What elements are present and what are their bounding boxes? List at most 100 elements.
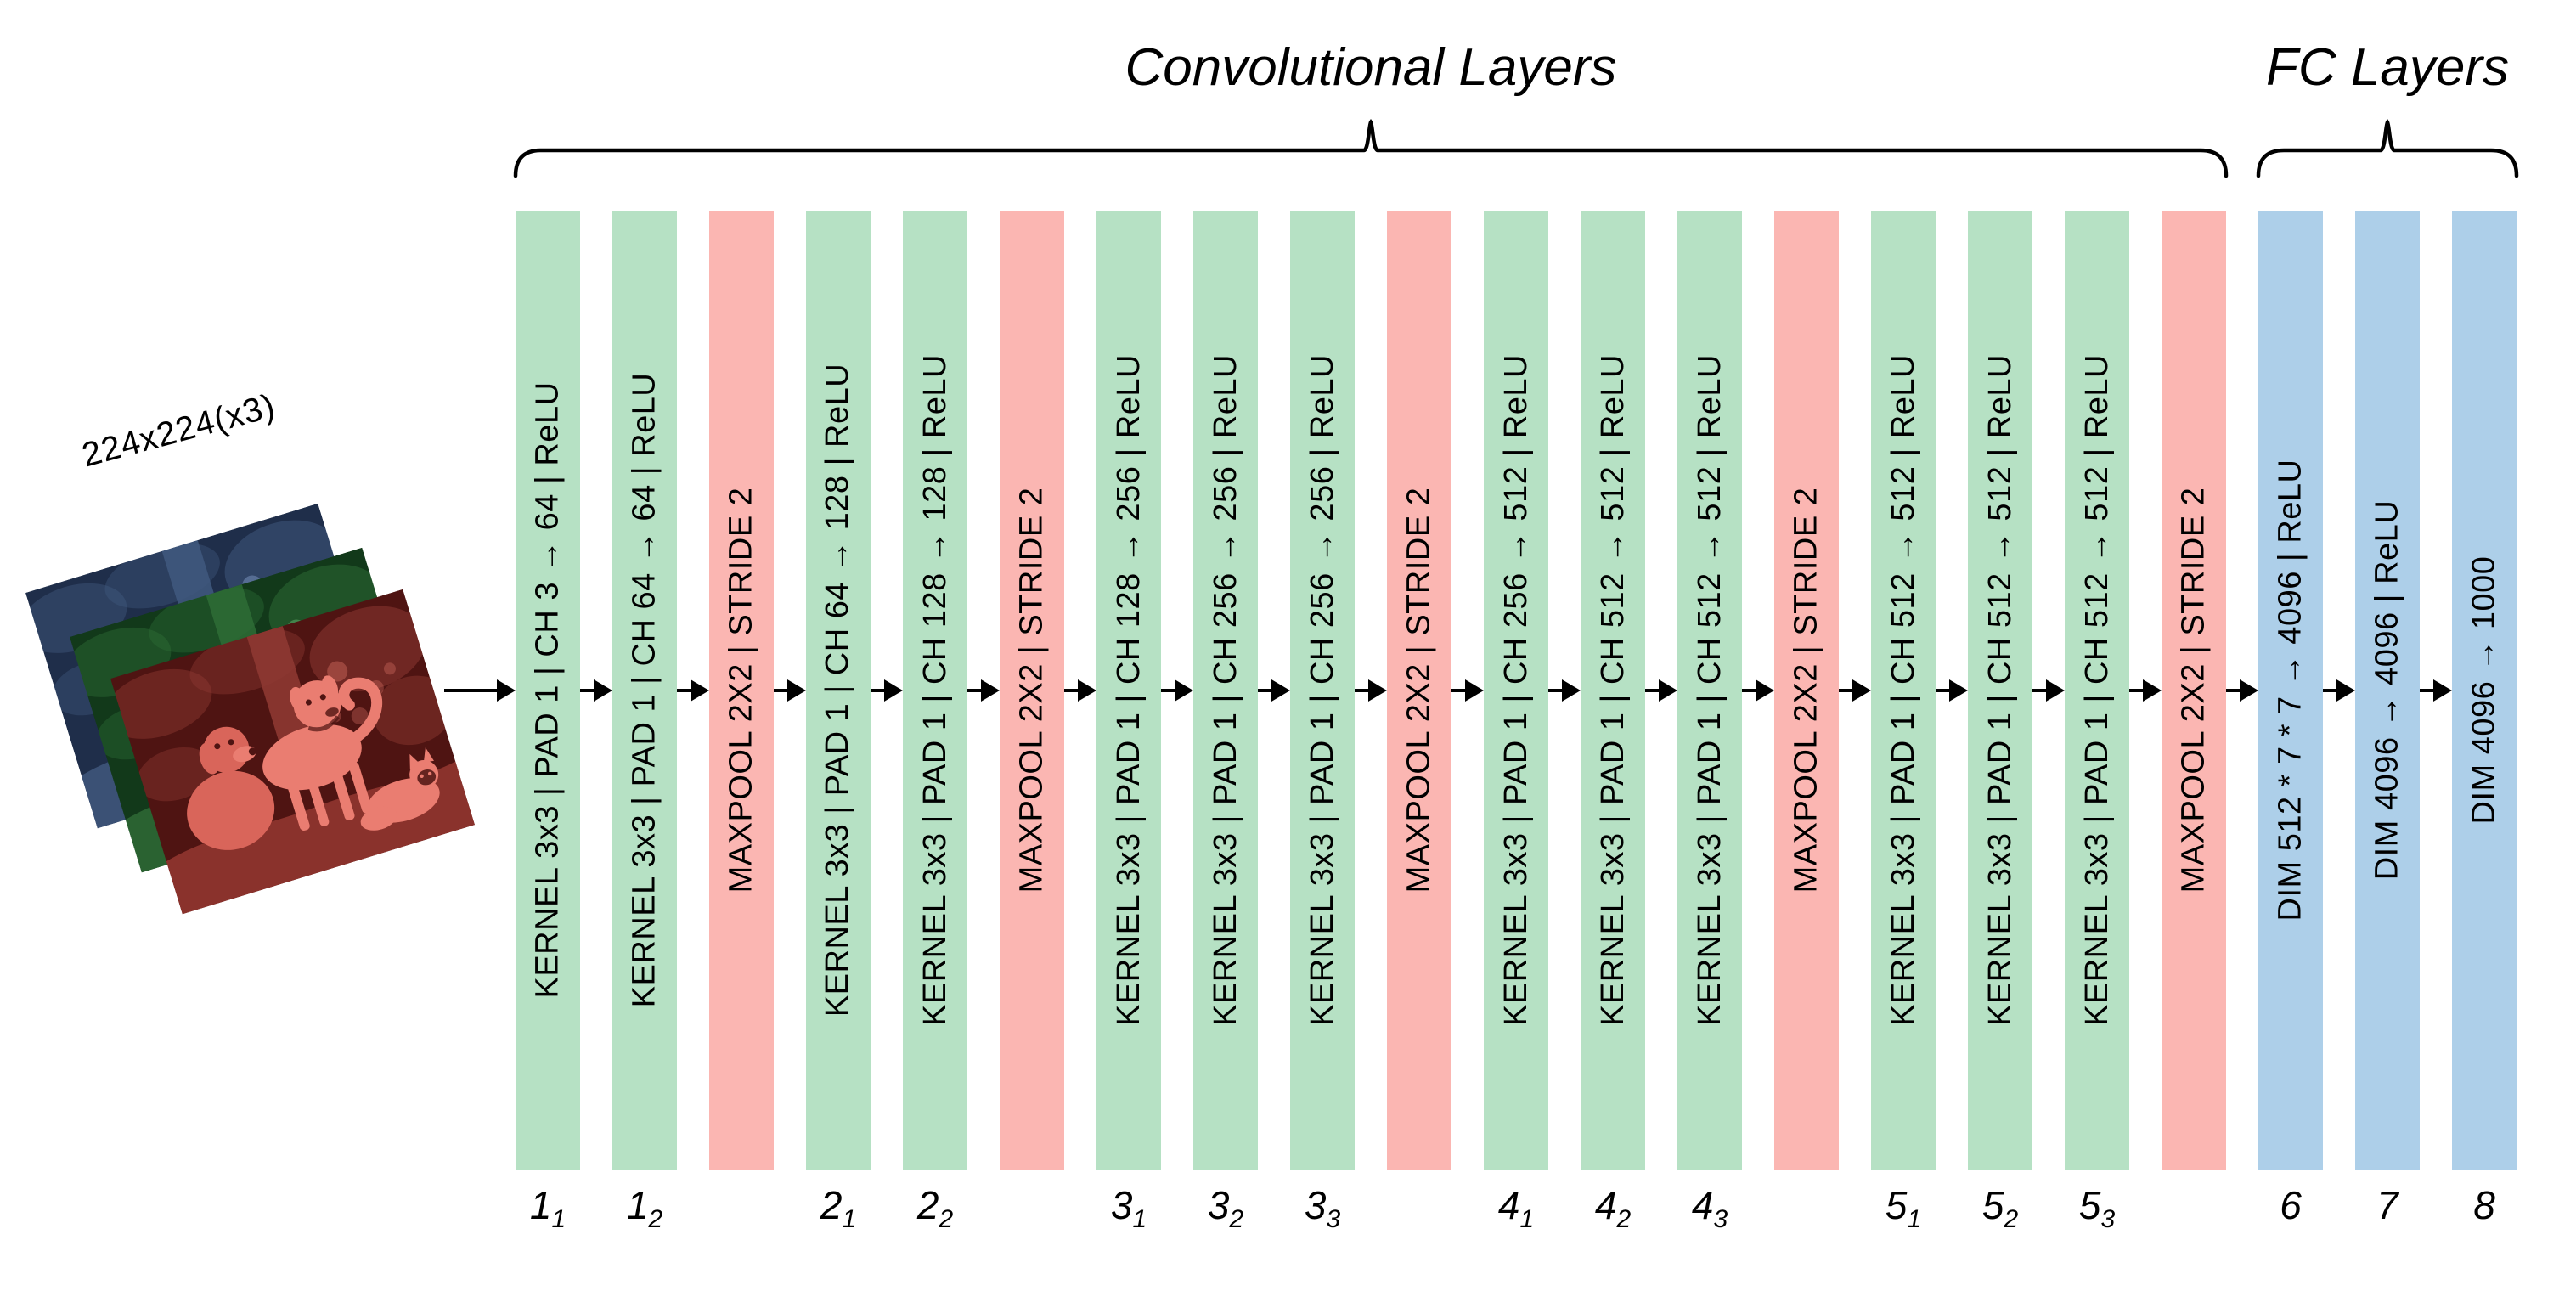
layer-index-label: 51 bbox=[1885, 1182, 1921, 1232]
arrow-shaft bbox=[1742, 689, 1757, 692]
layer-bar-label: KERNEL 3x3 | PAD 1 | CH 256 → 256 | ReLU bbox=[1304, 354, 1340, 1026]
layer-index-main: 3 bbox=[1207, 1183, 1230, 1227]
layer-index-main: 2 bbox=[916, 1183, 939, 1227]
layer-bar-conv-13: KERNEL 3x3 | PAD 1 | CH 512 → 512 | ReLU bbox=[1677, 211, 1742, 1170]
layer-index-label: 21 bbox=[820, 1182, 856, 1232]
layer-bar-pool-18: MAXPOOL 2X2 | STRIDE 2 bbox=[2162, 211, 2226, 1170]
arrow-shaft bbox=[580, 689, 595, 692]
layer-bar-conv-12: KERNEL 3x3 | PAD 1 | CH 512 → 512 | ReLU bbox=[1581, 211, 1645, 1170]
arrow-shaft bbox=[677, 689, 692, 692]
layer-index-label: 31 bbox=[1110, 1182, 1147, 1232]
layer-index-subscript: 2 bbox=[1616, 1205, 1632, 1233]
layer-index-main: 3 bbox=[1110, 1183, 1133, 1227]
arrow-head-icon bbox=[1078, 679, 1096, 702]
arrow-shaft bbox=[2032, 689, 2048, 692]
layer-bar-conv-8: KERNEL 3x3 | PAD 1 | CH 256 → 256 | ReLU bbox=[1193, 211, 1258, 1170]
arrow-shaft bbox=[967, 689, 983, 692]
layer-index-main: 5 bbox=[2078, 1183, 2101, 1227]
arrow-shaft bbox=[2420, 689, 2435, 692]
arrow-head-icon bbox=[2336, 679, 2355, 702]
arrow-head-icon bbox=[1949, 679, 1968, 702]
arrow-head-icon bbox=[1756, 679, 1774, 702]
layer-bar-conv-1: KERNEL 3x3 | PAD 1 | CH 3 → 64 | ReLU bbox=[516, 211, 580, 1170]
fc-layers-brace bbox=[2256, 118, 2519, 178]
arrow-shaft bbox=[1161, 689, 1176, 692]
layer-bar-label: DIM 512 * 7 * 7 → 4096 | ReLU bbox=[2272, 459, 2308, 922]
layer-index-subscript: 3 bbox=[2100, 1205, 2116, 1233]
layer-bar-label: MAXPOOL 2X2 | STRIDE 2 bbox=[1013, 487, 1050, 893]
arrow-head-icon bbox=[1271, 679, 1290, 702]
layer-bar-pool-6: MAXPOOL 2X2 | STRIDE 2 bbox=[1000, 211, 1064, 1170]
layer-bar-label: KERNEL 3x3 | PAD 1 | CH 256 → 256 | ReLU bbox=[1207, 354, 1243, 1026]
layer-bar-conv-15: KERNEL 3x3 | PAD 1 | CH 512 → 512 | ReLU bbox=[1871, 211, 1936, 1170]
layer-index-main: 5 bbox=[1981, 1183, 2004, 1227]
layer-bar-label: KERNEL 3x3 | PAD 1 | CH 512 → 512 | ReLU bbox=[1885, 354, 1921, 1026]
layer-bar-label: MAXPOOL 2X2 | STRIDE 2 bbox=[1788, 487, 1824, 893]
section-braces bbox=[513, 118, 2519, 178]
layer-bar-conv-7: KERNEL 3x3 | PAD 1 | CH 128 → 256 | ReLU bbox=[1096, 211, 1161, 1170]
layer-index-main: 3 bbox=[1304, 1183, 1327, 1227]
layer-index-label: 41 bbox=[1497, 1182, 1534, 1232]
layer-index-label: 43 bbox=[1691, 1182, 1728, 1232]
fc-layers-title: FC Layers bbox=[2266, 38, 2509, 97]
layer-index-main: 7 bbox=[2376, 1183, 2398, 1227]
layer-index-label: 11 bbox=[530, 1182, 566, 1232]
layer-bar-conv-4: KERNEL 3x3 | PAD 1 | CH 64 → 128 | ReLU bbox=[806, 211, 871, 1170]
layer-bar-conv-5: KERNEL 3x3 | PAD 1 | CH 128 → 128 | ReLU bbox=[903, 211, 967, 1170]
arrow-shaft bbox=[2323, 689, 2338, 692]
layer-index-main: 6 bbox=[2280, 1183, 2302, 1227]
layer-bar-label: MAXPOOL 2X2 | STRIDE 2 bbox=[2175, 487, 2212, 893]
layer-index-main: 4 bbox=[1691, 1183, 1714, 1227]
layer-bar-label: DIM 4096 → 1000 bbox=[2466, 555, 2502, 825]
layer-bar-conv-9: KERNEL 3x3 | PAD 1 | CH 256 → 256 | ReLU bbox=[1290, 211, 1355, 1170]
arrow-shaft bbox=[2226, 689, 2241, 692]
layer-index-subscript: 3 bbox=[1326, 1205, 1341, 1233]
layer-index-label: 6 bbox=[2280, 1182, 2302, 1228]
arrow-shaft bbox=[1839, 689, 1854, 692]
arrow-shaft bbox=[1548, 689, 1564, 692]
conv-layers-title: Convolutional Layers bbox=[1125, 38, 1617, 97]
arrow-head-icon bbox=[594, 679, 612, 702]
layer-index-main: 4 bbox=[1497, 1183, 1520, 1227]
layer-index-label: 52 bbox=[1981, 1182, 2018, 1232]
arrow-head-icon bbox=[981, 679, 1000, 702]
layer-bar-conv-17: KERNEL 3x3 | PAD 1 | CH 512 → 512 | ReLU bbox=[2065, 211, 2129, 1170]
layer-index-subscript: 1 bbox=[1519, 1205, 1535, 1233]
layer-index-main: 4 bbox=[1594, 1183, 1617, 1227]
layer-bar-conv-11: KERNEL 3x3 | PAD 1 | CH 256 → 512 | ReLU bbox=[1484, 211, 1548, 1170]
arrow-head-icon bbox=[2046, 679, 2065, 702]
arrow-head-icon bbox=[1852, 679, 1871, 702]
layer-bar-pool-10: MAXPOOL 2X2 | STRIDE 2 bbox=[1387, 211, 1451, 1170]
layer-index-label: 7 bbox=[2376, 1182, 2398, 1228]
arrow-shaft bbox=[1258, 689, 1273, 692]
layer-bar-label: KERNEL 3x3 | PAD 1 | CH 128 → 256 | ReLU bbox=[1110, 354, 1147, 1026]
arrow-head-icon bbox=[2433, 679, 2452, 702]
layer-index-subscript: 2 bbox=[2004, 1205, 2019, 1233]
arrow-shaft bbox=[444, 689, 499, 692]
arrow-head-icon bbox=[1562, 679, 1581, 702]
arrow-shaft bbox=[2129, 689, 2145, 692]
layer-bar-pool-14: MAXPOOL 2X2 | STRIDE 2 bbox=[1774, 211, 1839, 1170]
layer-index-main: 1 bbox=[626, 1183, 649, 1227]
layer-bar-conv-16: KERNEL 3x3 | PAD 1 | CH 512 → 512 | ReLU bbox=[1968, 211, 2032, 1170]
arrow-head-icon bbox=[1368, 679, 1387, 702]
layer-index-main: 2 bbox=[820, 1183, 843, 1227]
arrow-shaft bbox=[1645, 689, 1660, 692]
arrow-shaft bbox=[1355, 689, 1370, 692]
arrow-head-icon bbox=[1465, 679, 1484, 702]
layer-bar-label: MAXPOOL 2X2 | STRIDE 2 bbox=[723, 487, 759, 893]
layer-bar-fc-19: DIM 512 * 7 * 7 → 4096 | ReLU bbox=[2258, 211, 2323, 1170]
layer-bar-label: DIM 4096 → 4096 | ReLU bbox=[2369, 499, 2405, 881]
layer-index-subscript: 1 bbox=[842, 1205, 857, 1233]
layer-bar-fc-20: DIM 4096 → 4096 | ReLU bbox=[2355, 211, 2420, 1170]
layer-index-label: 53 bbox=[2078, 1182, 2115, 1232]
layer-bar-label: KERNEL 3x3 | PAD 1 | CH 128 → 128 | ReLU bbox=[916, 354, 953, 1026]
layer-bar-conv-2: KERNEL 3x3 | PAD 1 | CH 64 → 64 | ReLU bbox=[612, 211, 677, 1170]
layer-index-label: 12 bbox=[626, 1182, 662, 1232]
layer-index-subscript: 1 bbox=[1907, 1205, 1922, 1233]
layer-bar-label: KERNEL 3x3 | PAD 1 | CH 64 → 64 | ReLU bbox=[626, 372, 662, 1008]
layer-index-subscript: 3 bbox=[1713, 1205, 1728, 1233]
layer-index-subscript: 1 bbox=[551, 1205, 566, 1233]
layer-index-label: 42 bbox=[1594, 1182, 1631, 1232]
